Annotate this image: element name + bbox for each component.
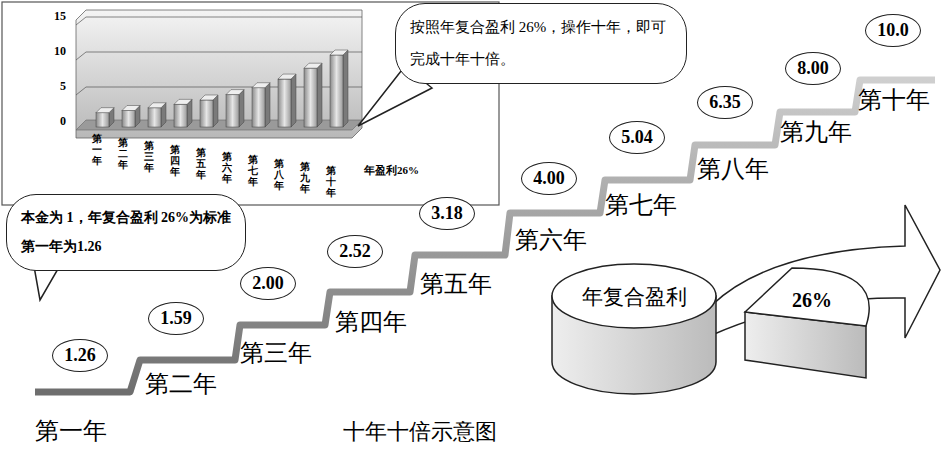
bar [148, 103, 166, 127]
axis-category: 第二年 [118, 137, 128, 170]
axis-tick: 0 [60, 115, 66, 129]
value-oval: 8.00 [785, 52, 841, 85]
pie-label: 26% [792, 289, 832, 312]
step-label: 第一年 [35, 418, 107, 446]
axis-tick: 5 [60, 80, 66, 94]
step-label: 第七年 [605, 192, 677, 220]
value-oval: 5.04 [609, 121, 665, 154]
gridline [76, 52, 362, 60]
speech-bubble: 本金为 1，年复合盈利 26%为标准第一年为1.26 [6, 194, 246, 271]
axis-tick: 10 [54, 45, 66, 59]
pie-slice-top [745, 268, 869, 326]
value-oval: 2.00 [240, 267, 296, 300]
axis-category: 第十年 [326, 165, 336, 198]
axis-category: 第八年 [274, 158, 284, 191]
step-label: 第五年 [420, 271, 492, 299]
step-label: 第十年 [858, 87, 930, 115]
bar [122, 106, 140, 127]
bar [278, 74, 296, 127]
node-text: 本金为 1，年复合盈利 26%为标准第一年为1.26 [21, 203, 231, 262]
pie-label: 年复合盈利 [582, 285, 687, 309]
node-text: 按照年复合盈利 26%，操作十年，即可完成十年十倍。 [410, 12, 672, 75]
node-text: 3.18 [431, 203, 463, 224]
value-oval: 10.0 [865, 14, 921, 47]
value-oval: 6.35 [697, 86, 753, 119]
node-text: 5.04 [621, 127, 653, 148]
value-oval: 1.26 [52, 339, 108, 372]
node-text: 8.00 [797, 58, 829, 79]
axis-category: 第七年 [248, 154, 258, 187]
step-label: 第二年 [145, 371, 217, 399]
step-label: 第三年 [240, 340, 312, 368]
node-text: 2.00 [252, 273, 284, 294]
chart-wall [76, 10, 362, 138]
axis-category: 第三年 [144, 140, 154, 173]
node-text: 4.00 [533, 168, 565, 189]
step-label: 第九年 [780, 119, 852, 147]
node-text: 2.52 [339, 241, 371, 262]
node-text: 6.35 [709, 92, 741, 113]
axis-category: 第六年 [222, 151, 232, 184]
node-text: 1.26 [64, 345, 96, 366]
bar [226, 90, 244, 127]
pie-top [552, 264, 716, 328]
value-oval: 1.59 [148, 302, 204, 335]
node-text: 1.59 [160, 308, 192, 329]
gridline [76, 17, 362, 25]
value-oval: 4.00 [521, 162, 577, 195]
bar [304, 63, 322, 127]
axis-category: 第九年 [300, 161, 310, 194]
bar [96, 108, 114, 127]
bar [252, 83, 270, 127]
bar [200, 95, 218, 127]
axis-category: 第四年 [170, 144, 180, 177]
value-oval: 2.52 [327, 235, 383, 268]
bar-chart [76, 10, 362, 138]
value-oval: 3.18 [419, 197, 475, 230]
caption: 十年十倍示意图 [343, 419, 497, 444]
axis-category: 第一年 [92, 133, 102, 166]
node-text: 10.0 [877, 20, 909, 41]
step-label: 第八年 [697, 156, 769, 184]
axis-category: 第五年 [196, 147, 206, 180]
step-label: 第四年 [335, 309, 407, 337]
bar [174, 99, 192, 127]
series-label: 年盈利26% [364, 164, 419, 177]
speech-bubble: 按照年复合盈利 26%，操作十年，即可完成十年十倍。 [395, 3, 687, 84]
axis-tick: 15 [54, 10, 66, 24]
step-label: 第六年 [515, 227, 587, 255]
bar [330, 50, 348, 127]
